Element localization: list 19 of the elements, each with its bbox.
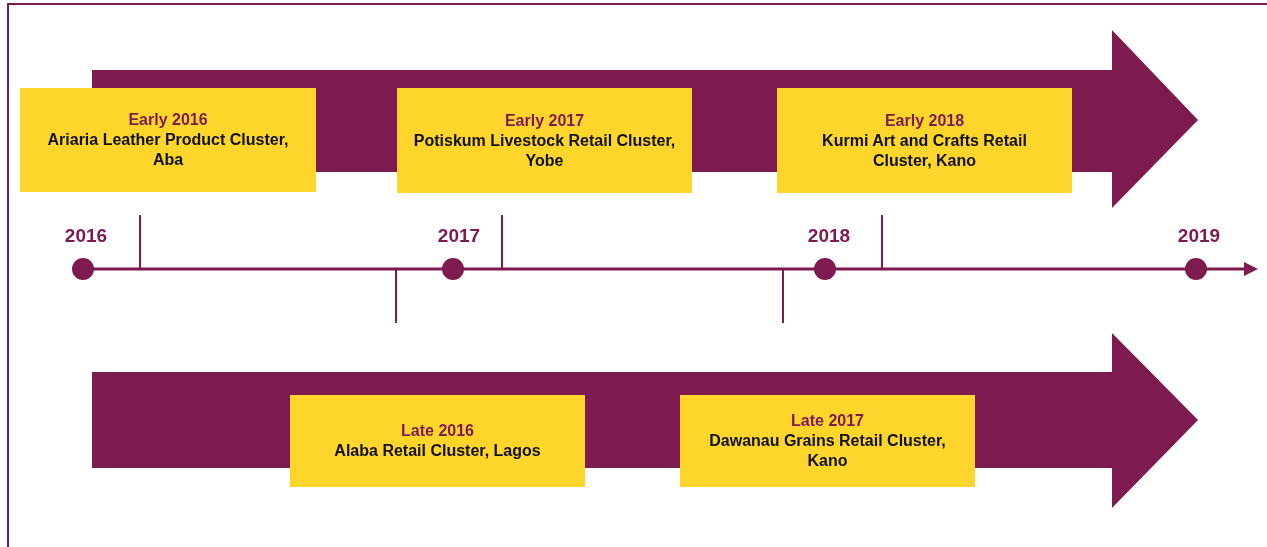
milestone-title: Potiskum Livestock Retail Cluster, Yobe bbox=[412, 130, 677, 171]
milestone-date: Late 2017 bbox=[791, 411, 864, 431]
milestone-title: Kurmi Art and Crafts Retail Cluster, Kano bbox=[821, 130, 1028, 171]
milestone-box bbox=[397, 88, 692, 193]
milestone-box bbox=[20, 88, 316, 192]
milestone-box bbox=[680, 395, 975, 487]
milestone-title: Alaba Retail Cluster, Lagos bbox=[334, 441, 541, 461]
year-label: 2016 bbox=[64, 225, 108, 247]
milestone-date: Early 2017 bbox=[504, 110, 585, 131]
year-label: 2017 bbox=[437, 225, 481, 247]
year-label: 2018 bbox=[807, 225, 851, 247]
milestone-date: Early 2016 bbox=[128, 110, 208, 130]
milestone-date: Late 2016 bbox=[401, 421, 474, 441]
milestone-box bbox=[777, 88, 1072, 193]
milestone-title: Dawanau Grains Retail Cluster, Kano bbox=[708, 431, 947, 471]
year-label: 2019 bbox=[1177, 225, 1221, 247]
milestone-title: Ariaria Leather Product Cluster, Aba bbox=[46, 130, 290, 170]
milestone-date: Early 2018 bbox=[884, 110, 965, 131]
milestone-box bbox=[290, 395, 585, 487]
